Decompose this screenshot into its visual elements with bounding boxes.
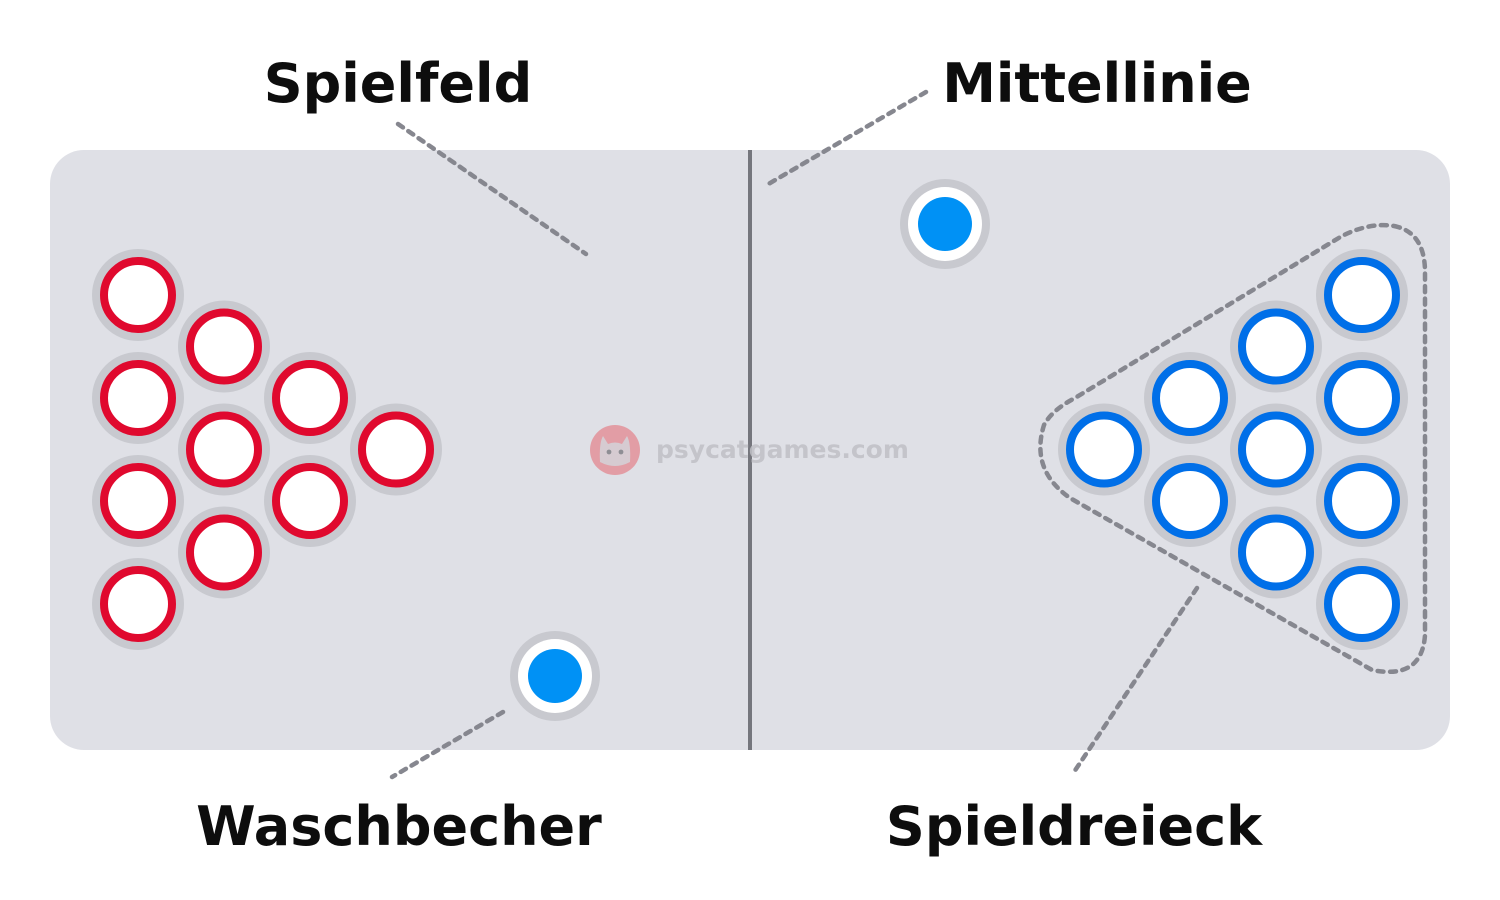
red-cup — [92, 352, 184, 444]
cat-face-icon — [590, 425, 640, 475]
leader-line-center-line — [762, 89, 929, 189]
blue-cup — [1316, 249, 1408, 341]
blue-cup — [1316, 455, 1408, 547]
label-field: Spielfeld — [264, 52, 532, 115]
leader-line-wash-cup — [389, 709, 506, 780]
leader-line-field — [395, 121, 589, 257]
red-cup — [92, 558, 184, 650]
leader-line-rack — [1069, 585, 1200, 778]
blue-cup-rack — [1058, 249, 1408, 650]
red-cup — [178, 300, 270, 393]
watermark-text: psycatgames.com — [656, 435, 909, 464]
blue-cup — [1230, 403, 1322, 496]
wash-cup-right — [900, 179, 990, 269]
label-rack: Spieldreieck — [886, 795, 1263, 858]
blue-cup — [1230, 300, 1322, 393]
blue-cup — [1144, 455, 1236, 547]
blue-cup — [1058, 403, 1150, 496]
red-cup-rack — [92, 249, 442, 650]
blue-cup — [1144, 352, 1236, 444]
wash-cup-left — [510, 631, 600, 721]
blue-cup — [1316, 352, 1408, 444]
rack-outline — [1038, 222, 1428, 675]
red-cup — [178, 506, 270, 599]
blue-cup — [1316, 558, 1408, 650]
watermark: psycatgames.com — [590, 425, 909, 475]
blue-cup — [1230, 506, 1322, 599]
label-wash-cup: Waschbecher — [196, 795, 602, 858]
red-cup — [350, 403, 442, 496]
red-cup — [264, 352, 356, 444]
red-cup — [92, 455, 184, 547]
red-cup — [178, 403, 270, 496]
red-cup — [264, 455, 356, 547]
label-center-line: Mittellinie — [942, 52, 1252, 115]
red-cup — [92, 249, 184, 341]
